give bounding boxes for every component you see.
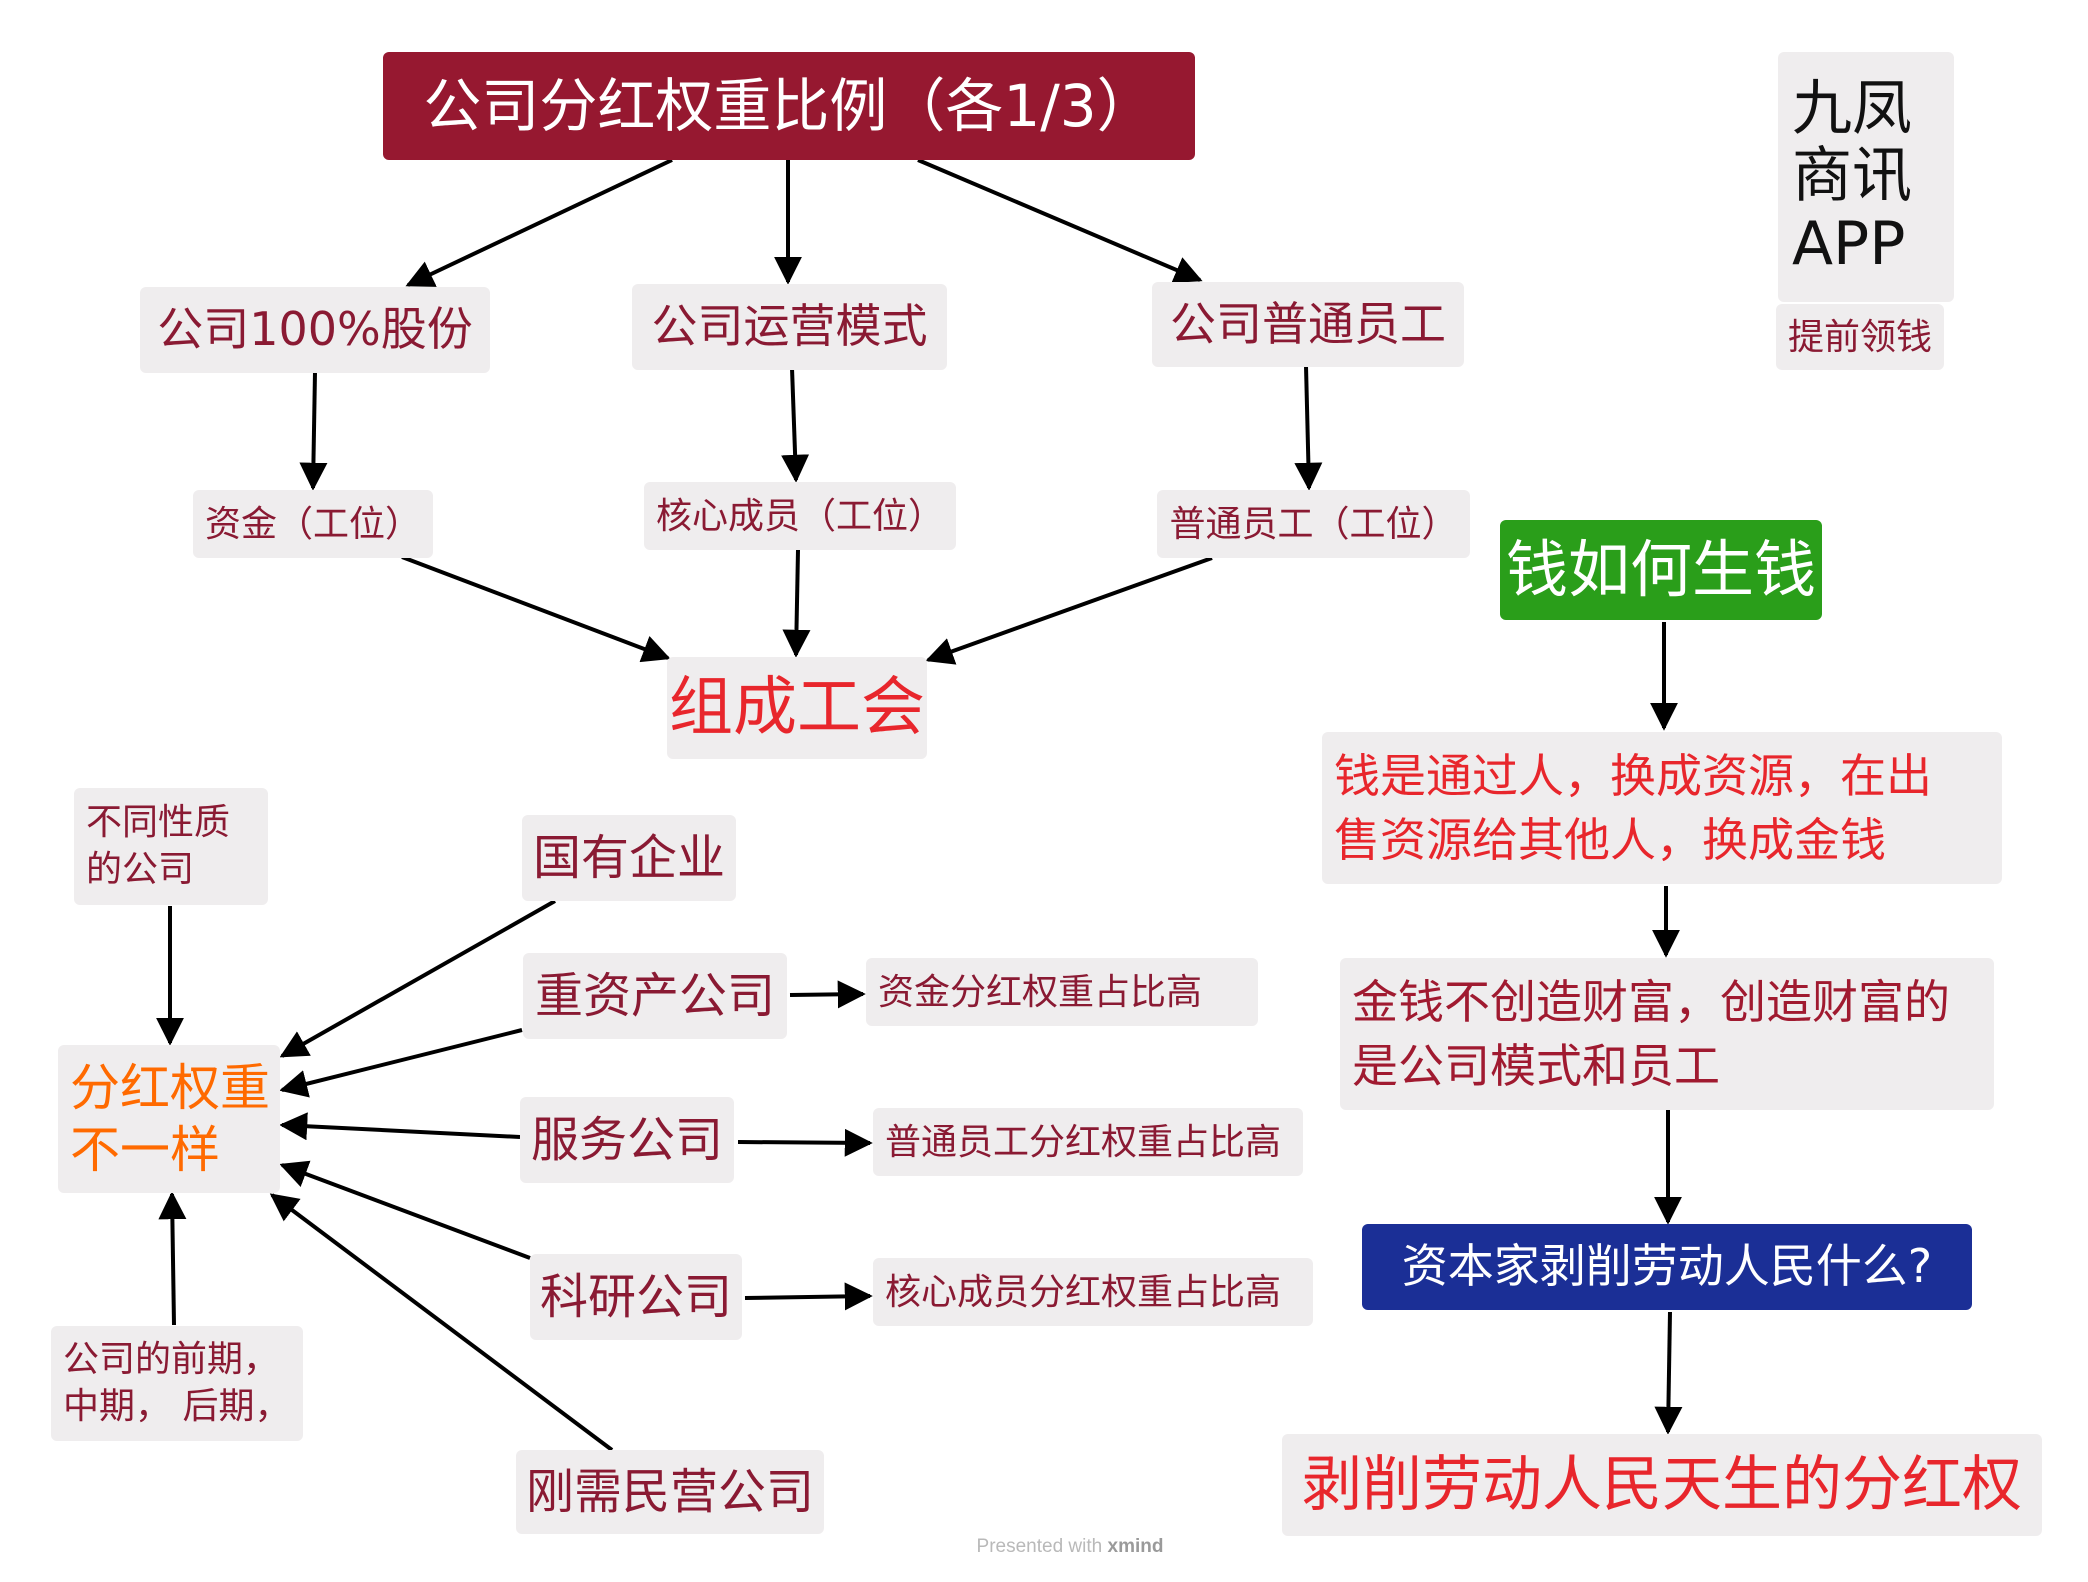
credit-prefix: Presented with [976,1536,1103,1557]
arrow-soe-to-weight [279,899,556,1058]
weight-differs-node[interactable]: 分红权重 不一样 [58,1045,280,1193]
branch-shares[interactable]: 公司100%股份 [140,287,490,373]
branch-employees[interactable]: 公司普通员工 [1152,282,1464,367]
credit-brand: xmind [1107,1536,1164,1557]
child-regular-staff[interactable]: 普通员工（工位） [1157,490,1470,558]
arrow-research-to-weight [279,1160,531,1260]
arrow-root-to-employees [917,158,1203,284]
arrow-capital-to-union [401,555,671,663]
money-step-2[interactable]: 金钱不创造财富，创造财富的 是公司模式和员工 [1340,958,1994,1110]
arrow-service-to-weight [279,1112,521,1141]
branch-operations[interactable]: 公司运营模式 [632,284,947,370]
brand-tag[interactable]: 提前领钱 [1776,304,1944,370]
xmind-credit: Presented with xmind [920,1536,1220,1558]
arrow-service-to-note [737,1128,873,1157]
company-state-owned[interactable]: 国有企业 [522,815,736,901]
arrow-research-to-note [744,1282,873,1311]
factor-company-nature[interactable]: 不同性质 的公司 [74,788,268,905]
arrow-core-to-union [782,549,811,658]
arrow-operations-to-core [781,367,810,483]
company-rigid-private[interactable]: 刚需民营公司 [516,1450,824,1534]
arrow-staff-to-union [925,556,1213,665]
money-step-1[interactable]: 钱是通过人，换成资源，在出 售资源给其他人，换成金钱 [1322,732,2002,884]
company-heavy-asset[interactable]: 重资产公司 [523,953,787,1039]
factor-company-stages[interactable]: 公司的前期， 中期， 后期， [51,1326,303,1441]
capitalist-question[interactable]: 资本家剥削劳动人民什么? [1362,1224,1972,1310]
brand-title[interactable]: 九凤 商讯 APP [1778,52,1954,302]
arrow-heavy-to-weight [279,1028,523,1098]
arrow-rigid-to-weight [269,1193,614,1452]
arrow-heavy-to-note [789,980,866,1009]
money-start-node[interactable]: 钱如何生钱 [1500,520,1822,620]
arrow-stages-to-weight [158,1191,187,1326]
root-topic[interactable]: 公司分红权重比例（各1/3） [383,52,1195,160]
company-service[interactable]: 服务公司 [520,1097,734,1183]
arrow-employees-to-staff [1294,365,1323,491]
union-node[interactable]: 组成工会 [667,657,927,759]
arrow-question-to-answer [1654,1311,1683,1435]
note-heavy-asset[interactable]: 资金分红权重占比高 [866,958,1258,1026]
child-capital[interactable]: 资金（工位） [193,490,433,558]
company-research[interactable]: 科研公司 [530,1254,742,1340]
note-research[interactable]: 核心成员分红权重占比高 [873,1258,1313,1326]
exploitation-answer[interactable]: 剥削劳动人民天生的分红权 [1282,1434,2042,1536]
note-service[interactable]: 普通员工分红权重占比高 [873,1108,1303,1176]
child-core-members[interactable]: 核心成员（工位） [644,482,956,550]
arrow-shares-to-capital [299,371,328,491]
arrow-root-to-shares [405,158,673,287]
